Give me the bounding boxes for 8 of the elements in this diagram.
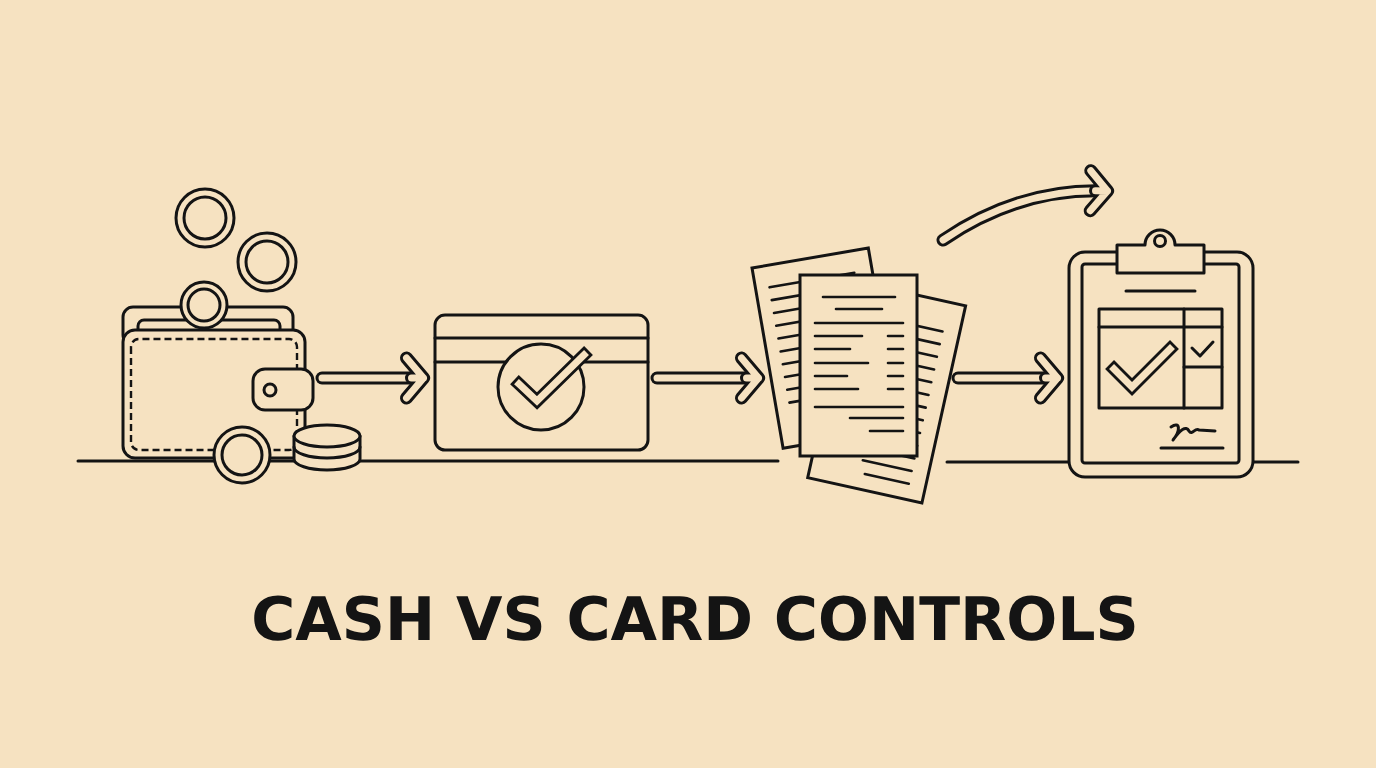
title: CASH VS CARD CONTROLS bbox=[254, 595, 1135, 641]
arrow bbox=[951, 351, 1064, 405]
card-picture bbox=[433, 313, 650, 452]
arrow bbox=[315, 351, 430, 405]
documents-picture bbox=[750, 246, 968, 505]
wallet-picture bbox=[121, 280, 315, 460]
clipboard-picture bbox=[1067, 228, 1255, 479]
arrow bbox=[650, 351, 765, 405]
